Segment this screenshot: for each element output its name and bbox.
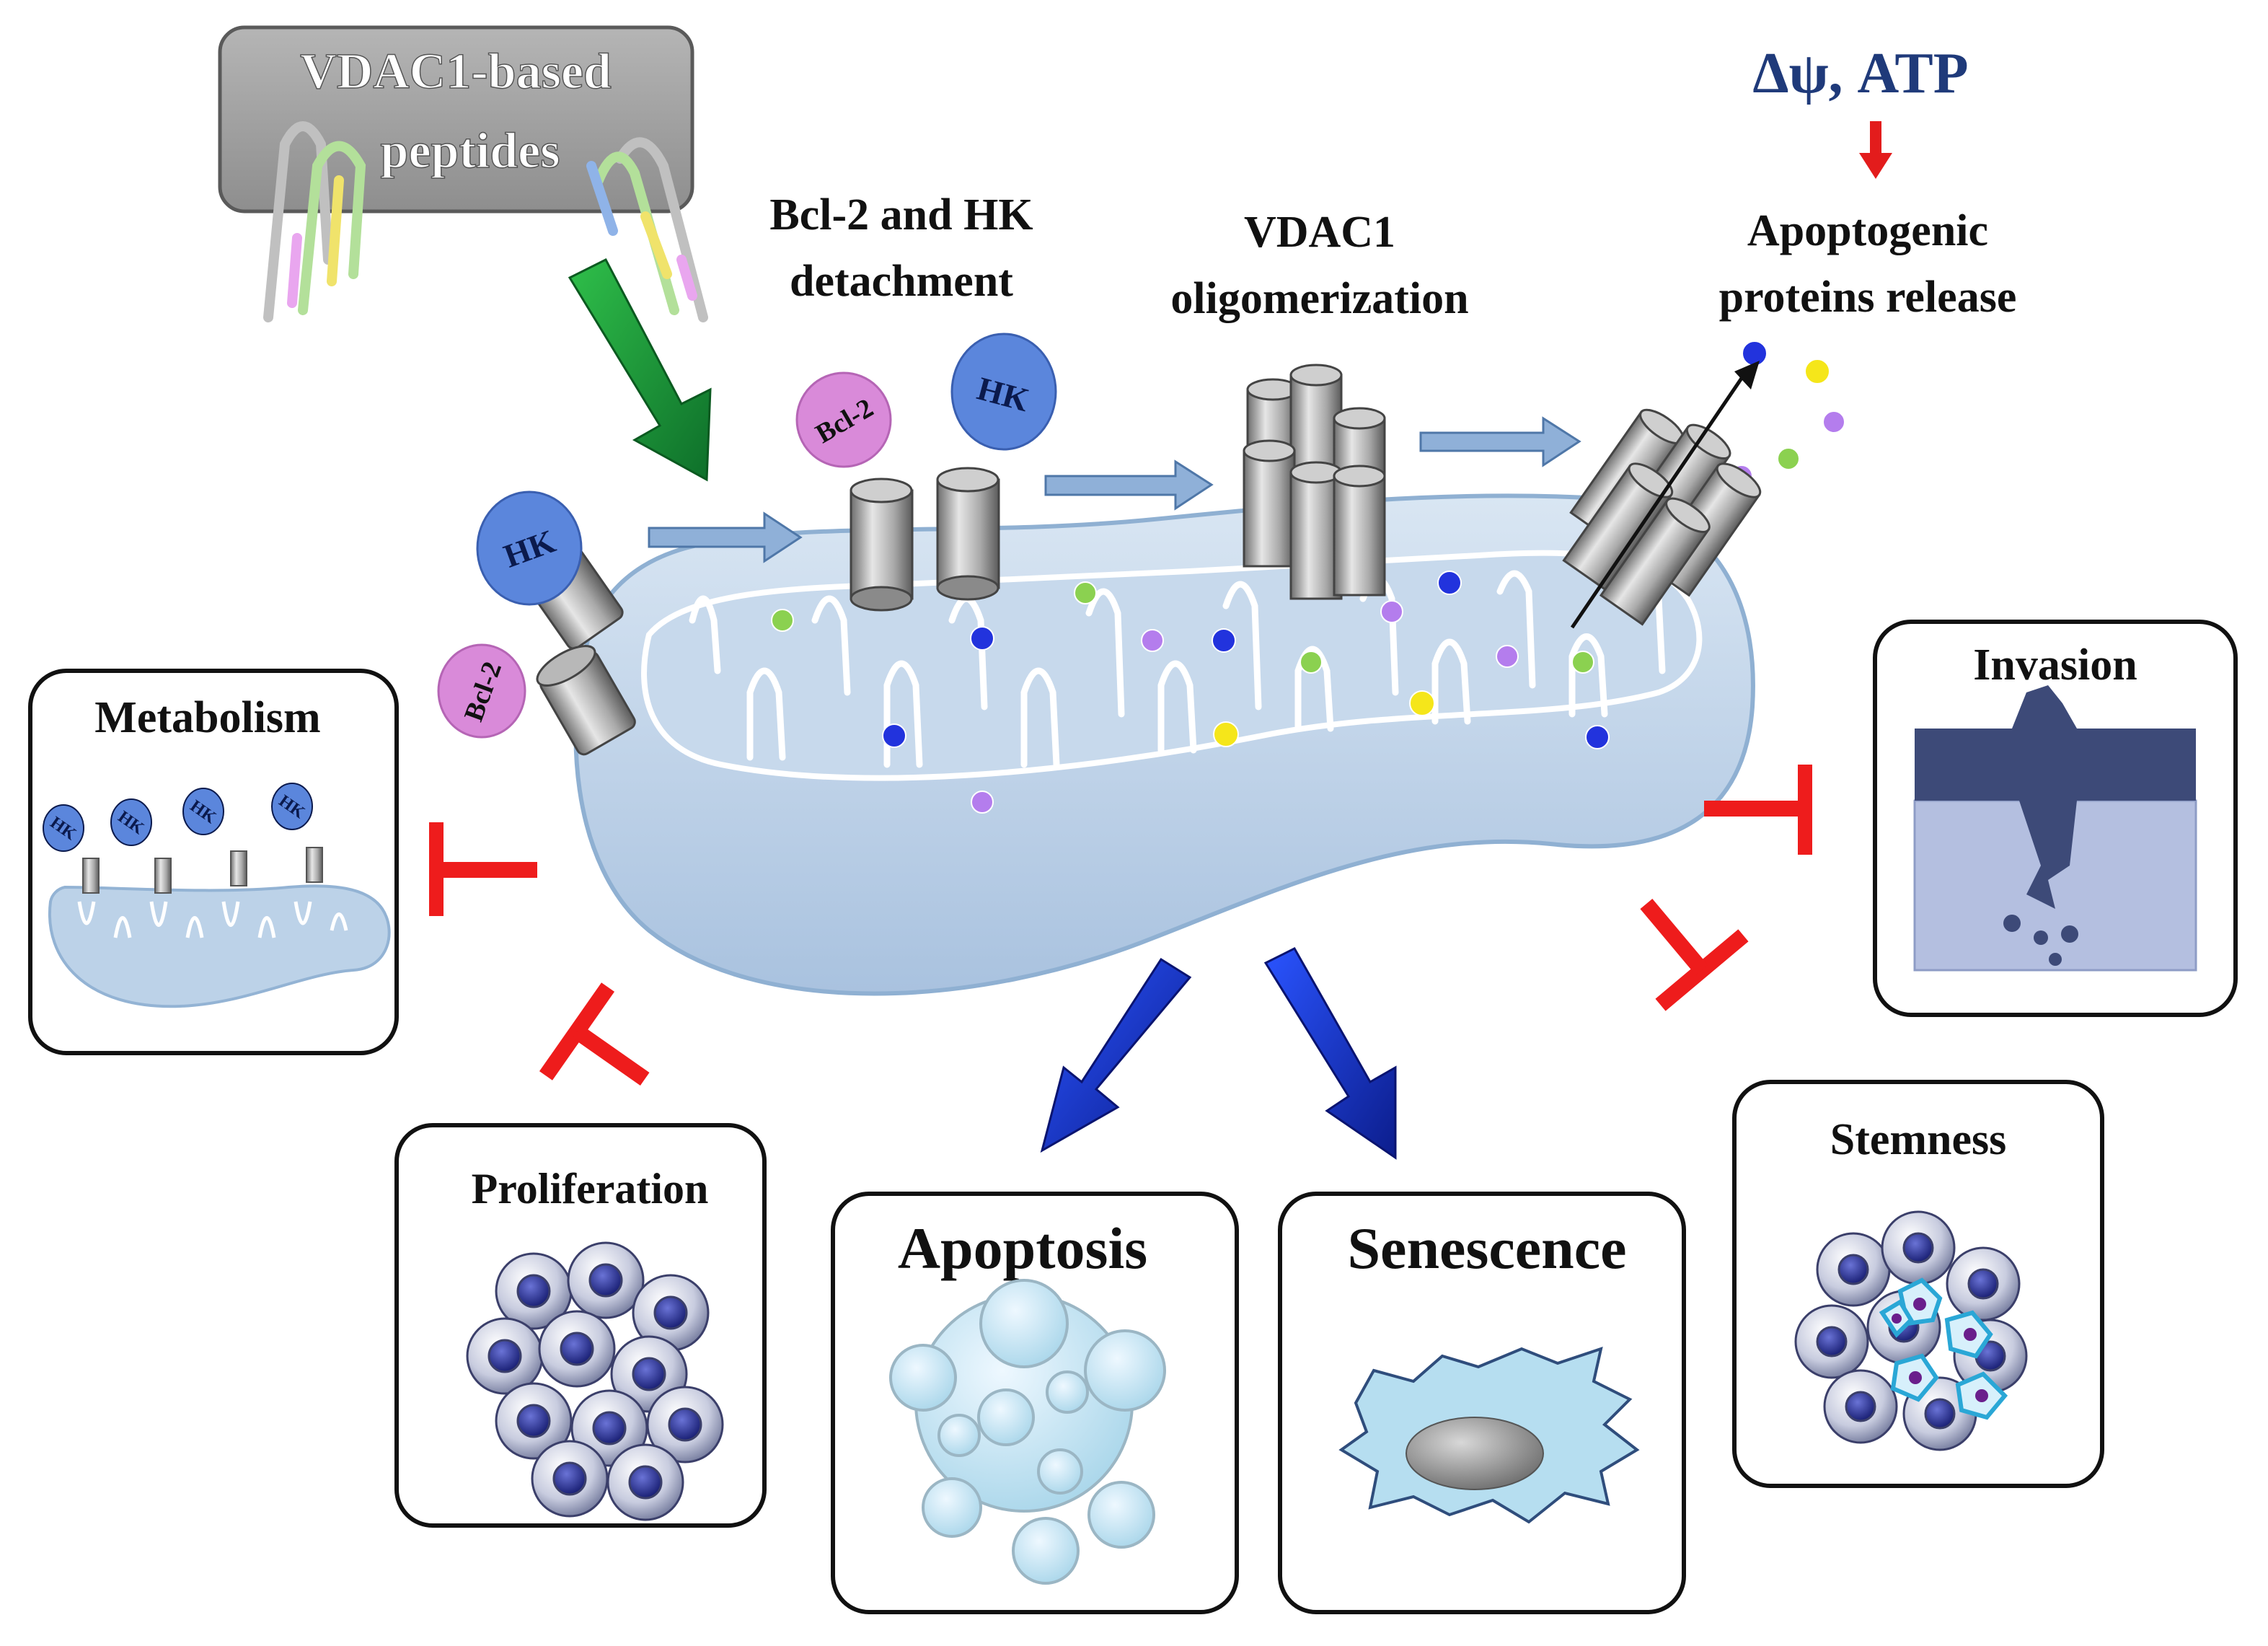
outcome-invasion-box: Invasion: [1873, 620, 2238, 1017]
outcome-senescence-box: Senescence: [1278, 1192, 1686, 1614]
membrane-potential-atp-label: Δψ, ATP: [1752, 42, 1968, 105]
vdac1-oligomer: [1243, 364, 1386, 600]
metabolism-hk-proteins: [43, 783, 313, 852]
vdac1-oligomer-releasing: [1562, 408, 1762, 626]
outcome-proliferation-label: Proliferation: [472, 1165, 709, 1213]
outcome-stemness-label: Stemness: [1830, 1115, 2007, 1164]
cancer-stem-cell-nuclei: [1892, 1298, 1988, 1402]
svg-text:VDAC1: VDAC1: [1244, 208, 1395, 257]
step-arrow-1: [648, 511, 803, 563]
peptide-action-arrow: [568, 258, 712, 482]
step-arrow-2: [1044, 459, 1214, 511]
outcome-senescence-label: Senescence: [1347, 1215, 1626, 1281]
inhibit-invasion: [1704, 765, 1812, 855]
bcl2-protein-detached: Bcl-2: [795, 371, 892, 468]
step-arrow-3: [1419, 416, 1581, 467]
outcome-metabolism-box: Metabolism HK HK HK HK: [28, 669, 399, 1055]
senescent-nucleus: [1406, 1417, 1544, 1490]
outcome-stemness-box: Stemness: [1732, 1080, 2104, 1488]
svg-text:oligomerization: oligomerization: [1170, 274, 1468, 323]
svg-text:Apoptogenic: Apoptogenic: [1747, 206, 1988, 255]
peptides-title-line1: VDAC1-based: [300, 44, 612, 100]
peptides-title-line2: peptides: [381, 123, 560, 179]
release-path-arrow: [1570, 361, 1760, 629]
outcome-metabolism-label: Metabolism: [94, 693, 320, 742]
peptide-hairpin-left: [263, 121, 366, 322]
svg-text:detachment: detachment: [790, 257, 1013, 306]
decrease-arrow: [1859, 121, 1892, 179]
peptide-hairpin-right: [586, 137, 708, 322]
outcome-invasion-label: Invasion: [1973, 641, 2137, 690]
step-release-label: Apoptogenic proteins release: [1719, 206, 2017, 322]
promote-apoptosis-arrow: [1040, 957, 1192, 1153]
svg-text:proteins release: proteins release: [1719, 273, 2017, 322]
hk-protein-detached: HK: [950, 333, 1057, 451]
outcome-apoptosis-box: Apoptosis: [831, 1192, 1239, 1614]
promote-senescence-arrow: [1263, 947, 1397, 1160]
proliferating-cells-cluster: [466, 1241, 724, 1521]
outcome-apoptosis-label: Apoptosis: [898, 1215, 1147, 1281]
peptides-box: VDAC1-based peptides: [218, 25, 708, 322]
mitochondrion: [573, 493, 1755, 996]
inhibit-proliferation: [539, 982, 650, 1086]
svg-text:Bcl-2 and HK: Bcl-2 and HK: [769, 190, 1033, 239]
step-oligomerization-label: VDAC1 oligomerization: [1170, 208, 1468, 323]
cancer-stem-cells: [1879, 1277, 2008, 1420]
bcl2-protein-bound: Bcl-2: [437, 643, 526, 739]
outcome-proliferation-box: Proliferation: [394, 1123, 767, 1528]
vdac1-channel-bcl2-bound: [536, 645, 636, 756]
inhibit-metabolism: [429, 822, 537, 916]
hk-protein-bound: HK: [476, 490, 583, 606]
apoptotic-cell: [889, 1279, 1166, 1585]
vdac1-monomer-pair: [850, 467, 1000, 612]
inhibit-stemness: [1640, 899, 1749, 1011]
step-detachment-label: Bcl-2 and HK detachment: [769, 190, 1033, 306]
